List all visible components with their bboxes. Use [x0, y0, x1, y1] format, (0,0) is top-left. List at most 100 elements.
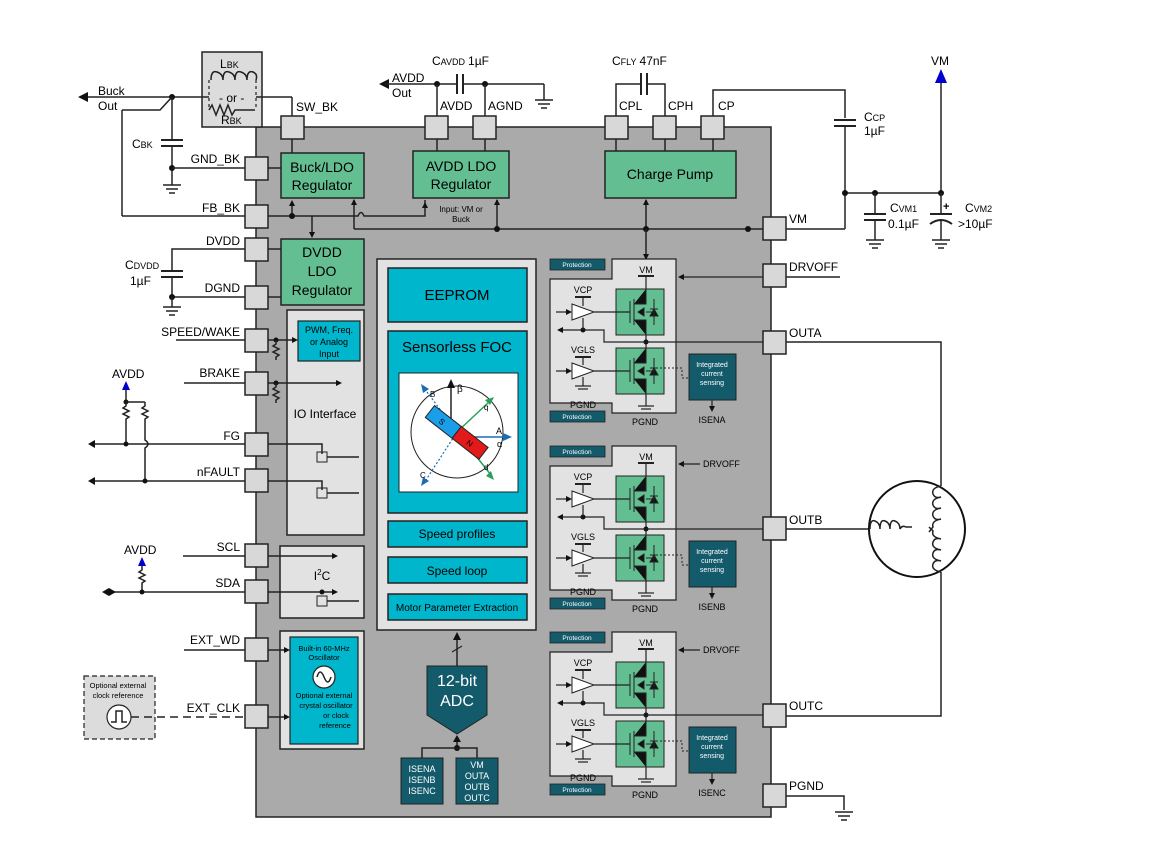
ground-icon — [931, 239, 951, 249]
pin-brake — [244, 371, 269, 396]
protection-badge — [549, 410, 606, 423]
buck-ldo-label-2: Regulator — [292, 177, 353, 193]
pin-fg — [244, 432, 269, 457]
vm-rail-label: VM — [639, 638, 653, 648]
adc-label: 12-bit — [437, 673, 478, 690]
pgnd-label: PGND — [632, 417, 659, 427]
phase-driver-a: ProtectionProtectionVMPGNDVCPVGLSPGNDInt… — [549, 258, 763, 427]
adc-input-outa: OUTA — [465, 771, 489, 781]
pin-outc — [762, 703, 787, 728]
pin-agnd-label: AGND — [488, 99, 523, 113]
optional-external-clock: Optional external clock reference — [83, 675, 245, 740]
pin-sda-label: SDA — [215, 576, 240, 590]
pin-ext-clk-label: EXT_CLK — [187, 701, 240, 715]
speed-profiles-block — [387, 520, 528, 548]
pin-ext-clk — [244, 704, 269, 729]
avdd-input-note: Input: VM or — [439, 205, 483, 214]
protection-badge — [549, 783, 606, 796]
mpe-label: Motor Parameter Extraction — [396, 603, 518, 614]
pullup-resistor-icon — [137, 566, 147, 593]
oscillator-label: Built-in 60-MHz — [298, 644, 350, 653]
ground-icon — [865, 239, 885, 249]
vcp-label: VCP — [574, 472, 593, 482]
buck-ldo-label: Buck/LDO — [290, 159, 354, 175]
speed-loop-block — [387, 556, 528, 584]
avdd-supply-label: AVDD — [112, 367, 145, 381]
pin-gnd-bk-label: GND_BK — [191, 152, 240, 166]
pin-ext-wd — [244, 637, 269, 662]
pgnd-label: PGND — [570, 400, 597, 410]
current-sense-block — [688, 540, 737, 588]
vm-rail-label: VM — [639, 265, 653, 275]
protection-badge — [549, 631, 606, 644]
or-label: - or - — [219, 91, 244, 105]
cvm1-label: CVM1 — [890, 201, 917, 215]
pgnd-label: PGND — [632, 790, 659, 800]
avdd-out-arrow-icon — [379, 79, 389, 89]
dvdd-ldo-label-3: Regulator — [292, 282, 353, 298]
adc-block — [426, 665, 488, 735]
eeprom-block — [387, 267, 528, 323]
protection-badge — [549, 258, 606, 271]
dvdd-ldo-label-2: LDO — [308, 263, 337, 279]
ground-icon — [162, 184, 182, 194]
pin-drvoff-label: DRVOFF — [789, 260, 838, 274]
motor-parameter-extraction-block — [387, 593, 528, 621]
pin-outa-label: OUTA — [789, 326, 821, 340]
pwm-label: PWM, Freq. — [305, 325, 353, 335]
pwm-input-block — [297, 320, 361, 362]
pin-sw-bk-label: SW_BK — [296, 100, 338, 114]
pin-nfault-label: nFAULT — [197, 465, 241, 479]
pin-vm — [762, 216, 787, 241]
d-axis-label: d — [484, 463, 488, 472]
pin-fb-bk — [244, 204, 269, 229]
lbk-label: LBK — [220, 57, 239, 71]
foc-label: Sensorless FOC — [402, 339, 512, 356]
adc-input-isena: ISENA — [408, 764, 435, 774]
motor — [786, 341, 966, 717]
pin-cp-label: CP — [718, 99, 735, 113]
left-pins: GND_BK FB_BK DVDD DGND SPEED/WAKE BRAKE … — [161, 152, 269, 729]
adc-input-vm: VM — [470, 760, 484, 770]
pin-cp — [700, 115, 725, 140]
avdd-out-label-2: Out — [392, 86, 412, 100]
pin-outb-label: OUTB — [789, 513, 822, 527]
resistor-icon — [208, 102, 255, 118]
i2c-label: I2C — [314, 568, 331, 583]
mosfet-icon — [629, 535, 659, 581]
phase-b-axis-label: B — [430, 390, 435, 399]
mosfet-icon — [629, 662, 659, 708]
adc-input-outb: OUTB — [464, 782, 489, 792]
speed-profiles-label: Speed profiles — [419, 527, 496, 541]
north-pole-label: N — [464, 438, 474, 449]
pin-outa — [762, 330, 787, 355]
vgls-label: VGLS — [571, 532, 595, 542]
adc-input-isenc: ISENC — [408, 786, 436, 796]
pin-gnd-bk — [244, 156, 269, 181]
drvoff-label: DRVOFF — [703, 645, 740, 655]
pin-fb-bk-label: FB_BK — [202, 201, 240, 215]
buck-out-arrow-icon — [78, 92, 88, 102]
vm-supply-arrow-icon — [935, 69, 947, 83]
vcp-label: VCP — [574, 285, 593, 295]
pulldown-resistor-icon — [271, 383, 281, 403]
pin-cpl — [604, 115, 629, 140]
pulldown-resistor-icon — [271, 340, 281, 360]
protection-label: Protection — [562, 414, 592, 421]
beta-axis-label: β — [457, 384, 463, 395]
pgnd-label: PGND — [570, 773, 597, 783]
pin-dgnd — [244, 285, 269, 310]
dvdd-external-circuit: CDVDD 1µF — [125, 248, 245, 316]
mosfet-icon — [629, 721, 659, 767]
ccp-value: 1µF — [864, 124, 885, 138]
polarity-plus: + — [943, 201, 949, 213]
pullup-resistor-icon — [140, 402, 150, 429]
pin-outc-label: OUTC — [789, 699, 823, 713]
pgnd-label: PGND — [632, 604, 659, 614]
pin-dvdd-label: DVDD — [206, 234, 240, 248]
pin-speed-wake-label: SPEED/WAKE — [161, 325, 240, 339]
vm-external-circuit: VM CVM1 0.1µF + CVM2 >10µF — [786, 54, 993, 249]
